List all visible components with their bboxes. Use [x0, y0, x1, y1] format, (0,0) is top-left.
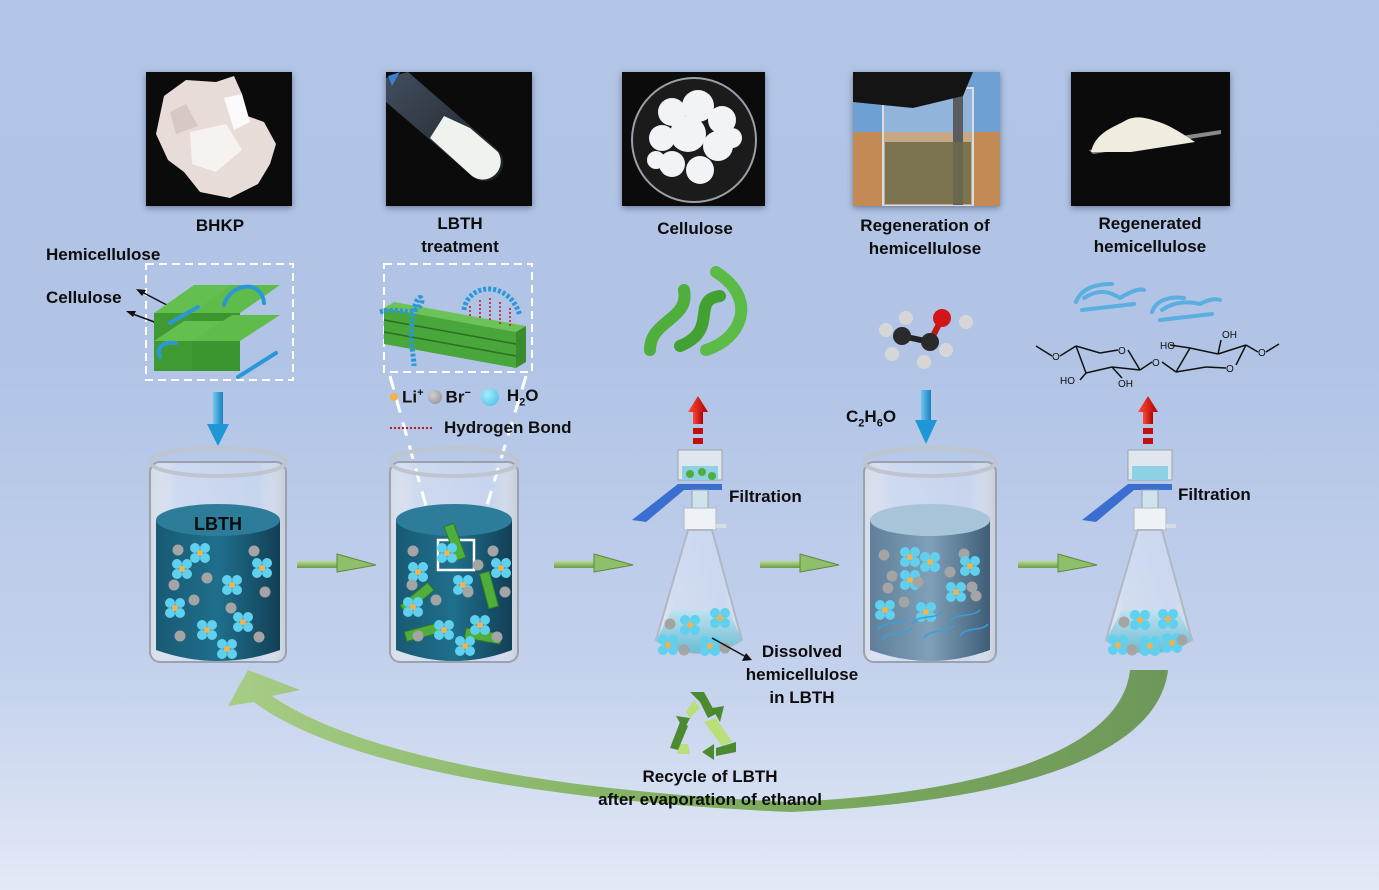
svg-text:OH: OH — [1118, 379, 1133, 390]
hemicellulose-chain-1 — [379, 295, 425, 367]
lbth-treatment-label: LBTH treatment — [390, 212, 530, 258]
filtration-flask-2 — [1082, 449, 1194, 656]
svg-text:HO: HO — [1160, 341, 1175, 352]
dissolved-line1: Dissolved — [761, 642, 843, 661]
hydrogen-bonds — [469, 298, 511, 328]
cellulose-structure-label: Cellulose — [46, 288, 122, 307]
ethanol-formula: C2H6O — [846, 407, 897, 430]
filtration-flask-1 — [632, 449, 752, 661]
dissolved-line2: hemicellulose — [745, 665, 859, 684]
filtration-label-1: Filtration — [729, 487, 802, 506]
h2o-label: H2O — [506, 386, 539, 409]
zoom-guide-left — [388, 375, 438, 543]
beaker-regeneration-image — [853, 72, 1000, 206]
bhkp-label: BHKP — [195, 216, 245, 235]
cellulose-fibers-product — [644, 266, 748, 356]
lbth-tube-photo — [386, 72, 532, 206]
lbth-treatment-line1: LBTH — [437, 214, 483, 233]
hbond-legend: Hydrogen Bond — [390, 418, 572, 438]
hemicellulose-strands — [157, 284, 278, 379]
recycle-line2: after evaporation of ethanol — [598, 790, 822, 809]
filtration-label-2: Filtration — [1178, 485, 1251, 504]
br-label: Br− — [445, 386, 471, 407]
beaker-regeneration — [862, 446, 998, 663]
svg-text:OH: OH — [1222, 330, 1237, 341]
xylan-structure — [1035, 339, 1280, 381]
process-arrow-3 — [760, 553, 840, 573]
lbth-treatment-line2: treatment — [421, 237, 499, 256]
beaker-lbth-treatment — [388, 446, 520, 663]
regeneration-label: Regeneration of hemicellulose — [830, 214, 1020, 260]
svg-text:O: O — [1152, 358, 1160, 369]
lbth-zoom-inset — [379, 263, 533, 543]
hemicellulose-product — [1074, 282, 1222, 322]
water-molecule-icon — [480, 388, 499, 407]
cellulose-dish-image — [631, 77, 757, 203]
svg-text:HO: HO — [1060, 376, 1075, 387]
dissolved-line3: in LBTH — [769, 688, 835, 707]
cellulose-photo — [622, 72, 765, 206]
regenerated-label: Regenerated hemicellulose — [1060, 212, 1240, 258]
recycle-icon — [670, 692, 736, 760]
svg-text:O: O — [1118, 346, 1126, 357]
test-tube-image — [386, 72, 504, 182]
regeneration-beaker-photo — [853, 72, 1000, 206]
cellulose-fiber — [383, 302, 526, 368]
xylan-atom-labels: O O O O O HO OH HO OH — [1052, 330, 1266, 390]
li-label: Li+ — [402, 386, 424, 407]
zoom-box — [145, 263, 294, 381]
bhkp-photo — [146, 72, 292, 206]
spoon-hemicellulose-image — [1089, 117, 1221, 154]
beaker-lbth — [148, 446, 288, 663]
down-arrow-ethanol — [915, 390, 937, 444]
bhkp-fiber-diagram — [126, 263, 294, 381]
dissolved-hemicellulose-label: Dissolved hemicellulose in LBTH — [730, 640, 874, 709]
recycle-label: Recycle of LBTH after evaporation of eth… — [560, 765, 860, 811]
svg-text:O: O — [1226, 364, 1234, 375]
svg-text:O: O — [1052, 352, 1060, 363]
hbond-label: Hydrogen Bond — [444, 418, 572, 437]
hemicellulose-structure-label: Hemicellulose — [46, 245, 161, 264]
regeneration-line1: Regeneration of — [860, 216, 990, 235]
hemicellulose-chain-2 — [461, 286, 523, 317]
filter-clamp — [632, 484, 722, 522]
beaker-lbth-label: LBTH — [194, 514, 242, 534]
regenerated-hemicellulose-photo — [1071, 72, 1230, 206]
up-arrow-cellulose — [688, 396, 708, 444]
process-arrow-2 — [554, 553, 634, 573]
li-ion-icon — [390, 393, 398, 402]
down-arrow-bhkp — [207, 392, 229, 446]
svg-text:O: O — [1258, 348, 1266, 359]
process-arrow-1 — [297, 553, 377, 573]
regeneration-line2: hemicellulose — [868, 239, 982, 258]
regenerated-line2: hemicellulose — [1093, 237, 1207, 256]
recycle-line1: Recycle of LBTH — [642, 767, 778, 786]
ethanol-molecule-icon — [879, 309, 973, 369]
hbond-line-icon — [390, 427, 432, 429]
recycle-return-arc — [228, 670, 1168, 812]
up-arrow-hemicellulose — [1138, 396, 1158, 444]
filter-clamp-2 — [1082, 484, 1172, 522]
cellulose-label: Cellulose — [657, 219, 733, 238]
bhkp-pulp-image — [156, 76, 276, 198]
process-arrow-4 — [1018, 553, 1098, 573]
ion-legend: Li+ Br− H2O — [390, 386, 539, 408]
br-ion-icon — [427, 390, 442, 405]
regenerated-line1: Regenerated — [1098, 214, 1202, 233]
